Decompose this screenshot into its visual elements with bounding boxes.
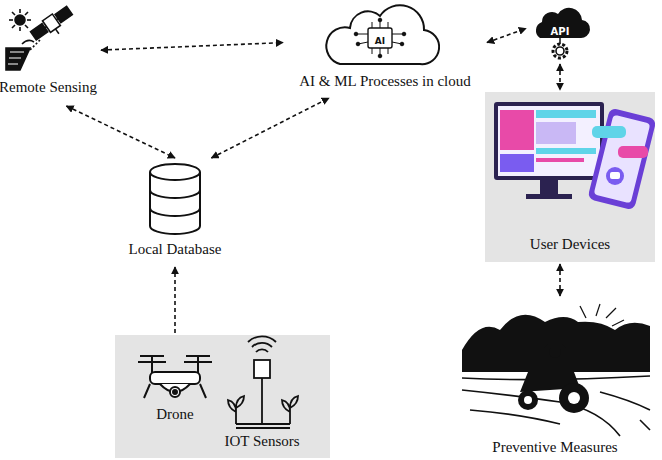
node-label: Local Database [129,241,222,258]
node-label: IOT Sensors [224,433,299,450]
devices-illustration [494,102,657,210]
cloud-node: AI AI & ML Processes in cloud [285,4,485,96]
text-slot: AI & ML Processes in cloud [285,72,485,90]
node-label: Drone [156,406,194,423]
text-slot: API [540,21,580,39]
dashed-connector [101,43,283,51]
text-slot: Local Database [115,240,235,258]
database-node: Local Database [110,160,240,265]
text-slot: Drone [140,405,210,423]
dashed-connector [559,264,561,296]
preventive-node: Preventive Measures [455,298,655,458]
text-slot: AI [368,30,392,48]
sensing-node: Remote Sensing [0,6,99,104]
sensor-panel: DroneIOT Sensors [115,335,330,458]
node-label: Remote Sensing [0,79,97,96]
dashed-connector [211,98,329,158]
dashed-connector [487,28,526,42]
sensor-icon [228,336,298,428]
node-label: AI [375,36,385,46]
node-label: Preventive Measures [492,439,617,456]
dashed-connector [174,267,176,333]
farm-scene [462,304,650,436]
text-slot: User Devices [510,235,630,253]
database-icon [150,164,200,234]
node-label: AI & ML Processes in cloud [299,73,471,90]
devices-panel: User Devices [485,92,655,262]
drone-icon [138,356,212,398]
text-slot: Remote Sensing [0,78,99,96]
api-node: API [528,4,592,62]
text-slot: IOT Sensors [212,432,312,450]
ai-cloud-icon [326,5,439,64]
api-cloud-icon [536,8,590,58]
text-slot: Preventive Measures [475,438,635,456]
node-label: User Devices [530,236,610,253]
dashed-connector [66,106,175,158]
dashed-connector [559,64,561,90]
node-label: API [551,26,570,38]
panel-ground [115,335,330,458]
satellite-icon [6,5,77,70]
tractor [518,344,589,413]
